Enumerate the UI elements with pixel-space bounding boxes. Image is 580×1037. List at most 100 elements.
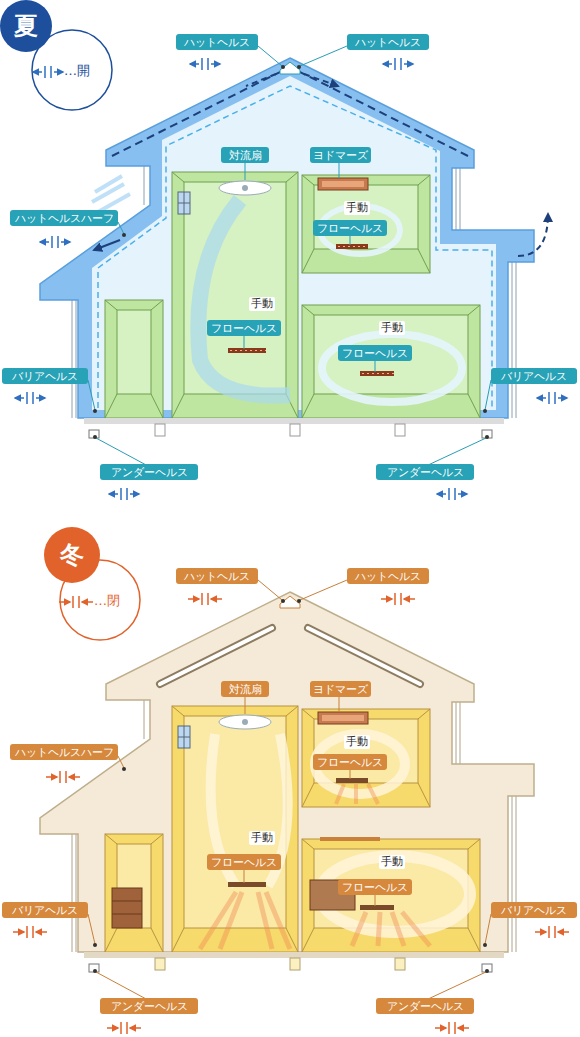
callout-label: 対流扇 <box>221 681 269 697</box>
yodomars-unit <box>322 715 364 721</box>
ceiling-fan <box>219 715 271 729</box>
legend-text: …開 <box>64 63 90 78</box>
callout-label: バリアヘルス <box>491 902 577 918</box>
open-symbol <box>40 236 70 248</box>
floor-heater <box>336 778 368 783</box>
open-symbol <box>383 58 413 70</box>
warm-air <box>315 734 405 794</box>
room-wall <box>302 839 480 952</box>
label-text: ハットヘルスハーフ <box>15 211 114 226</box>
closed-symbol <box>107 1022 141 1034</box>
floor-heater <box>228 882 266 887</box>
legend-item: …閉 <box>94 593 120 609</box>
cabinet-drawer <box>112 901 142 914</box>
room-edge <box>105 300 163 418</box>
label-text: フローヘルス <box>317 755 383 770</box>
yodomars-unit <box>322 181 364 187</box>
foundation-post <box>290 424 300 436</box>
cabinet <box>112 888 142 928</box>
closed-symbol <box>188 593 222 605</box>
label-text: ハットヘルスハーフ <box>15 745 114 760</box>
label-text: フローヘルス <box>317 221 383 236</box>
insulation-shell <box>40 58 534 418</box>
open-symbol <box>109 488 139 500</box>
yodomars-unit <box>318 712 368 724</box>
foundation-post <box>395 958 405 970</box>
window-frame <box>178 192 190 214</box>
label-text: ハットヘルス <box>184 569 250 584</box>
callout-label: ハットヘルスハーフ <box>10 744 118 760</box>
callout-label: アンダーヘルス <box>376 464 474 480</box>
ceiling-light <box>320 837 380 841</box>
airflow <box>322 334 462 402</box>
room-edge <box>302 175 430 273</box>
mode-label: 手動 <box>249 831 275 845</box>
house-shell <box>40 592 534 952</box>
exhaust-arrow <box>94 240 120 250</box>
label-text: 冬 <box>60 539 84 571</box>
room-wall <box>105 834 163 952</box>
label-text: バリアヘルス <box>501 369 567 384</box>
closed-symbol <box>46 771 80 783</box>
label-text: 対流扇 <box>229 682 262 697</box>
label-text: ハットヘルス <box>355 35 421 50</box>
room <box>105 172 480 418</box>
room-edge <box>302 839 480 952</box>
label-text: ハットヘルス <box>184 35 250 50</box>
foundation-post <box>395 424 405 436</box>
room-wall <box>172 172 298 418</box>
floor-heater <box>360 905 394 910</box>
room-wall <box>105 300 163 418</box>
leader-lines <box>88 580 491 1000</box>
callout-label: ハットヘルスハーフ <box>10 210 118 226</box>
label-text: アンダーヘルス <box>111 999 188 1014</box>
room-wall <box>302 175 430 273</box>
mode-label: 手動 <box>379 855 405 869</box>
callout-label: バリアヘルス <box>2 902 88 918</box>
callout-label: アンダーヘルス <box>376 998 474 1014</box>
room <box>105 706 480 952</box>
yodomars-unit <box>318 178 368 190</box>
label-text: 対流扇 <box>229 148 262 163</box>
leader-lines <box>88 46 491 466</box>
label-text: アンダーヘルス <box>387 999 464 1014</box>
label-text: 夏 <box>14 10 38 42</box>
room-back <box>314 315 468 394</box>
ceiling-fan <box>242 185 248 191</box>
callout-label: バリアヘルス <box>2 368 88 384</box>
foundation <box>84 418 504 424</box>
airflow <box>198 200 290 396</box>
legend-text: …閉 <box>94 593 120 608</box>
callout-label: フローヘルス <box>207 854 281 870</box>
window <box>178 726 190 748</box>
open-symbol <box>537 392 567 404</box>
label-text: アンダーヘルス <box>111 465 188 480</box>
callout-label: バリアヘルス <box>491 368 577 384</box>
ceiling-fan <box>242 719 248 725</box>
heat-ray <box>352 912 430 946</box>
closed-symbol <box>381 593 415 605</box>
label-text: ヨドマーズ <box>313 682 368 697</box>
callout-label: アンダーヘルス <box>100 464 198 480</box>
callout-label: 対流扇 <box>221 147 269 163</box>
foundation <box>84 952 504 958</box>
room-edge <box>302 305 480 418</box>
callout-label: フローヘルス <box>313 220 387 236</box>
room-edge <box>172 706 298 952</box>
closed-symbol <box>13 926 47 938</box>
heat-ray <box>200 892 290 949</box>
label-text: バリアヘルス <box>12 369 78 384</box>
mode-label: 手動 <box>344 735 370 749</box>
heat-ray <box>336 784 378 804</box>
callout-label: ハットヘルス <box>347 34 429 50</box>
label-text: フローヘルス <box>342 880 408 895</box>
callout-label: フローヘルス <box>338 879 412 895</box>
season-badge: 夏 <box>0 0 52 52</box>
room-wall <box>302 709 430 807</box>
open-symbol <box>190 58 220 70</box>
room-wall <box>172 706 298 952</box>
exhaust-arrow <box>518 214 548 256</box>
mode-label: 手動 <box>344 201 370 215</box>
